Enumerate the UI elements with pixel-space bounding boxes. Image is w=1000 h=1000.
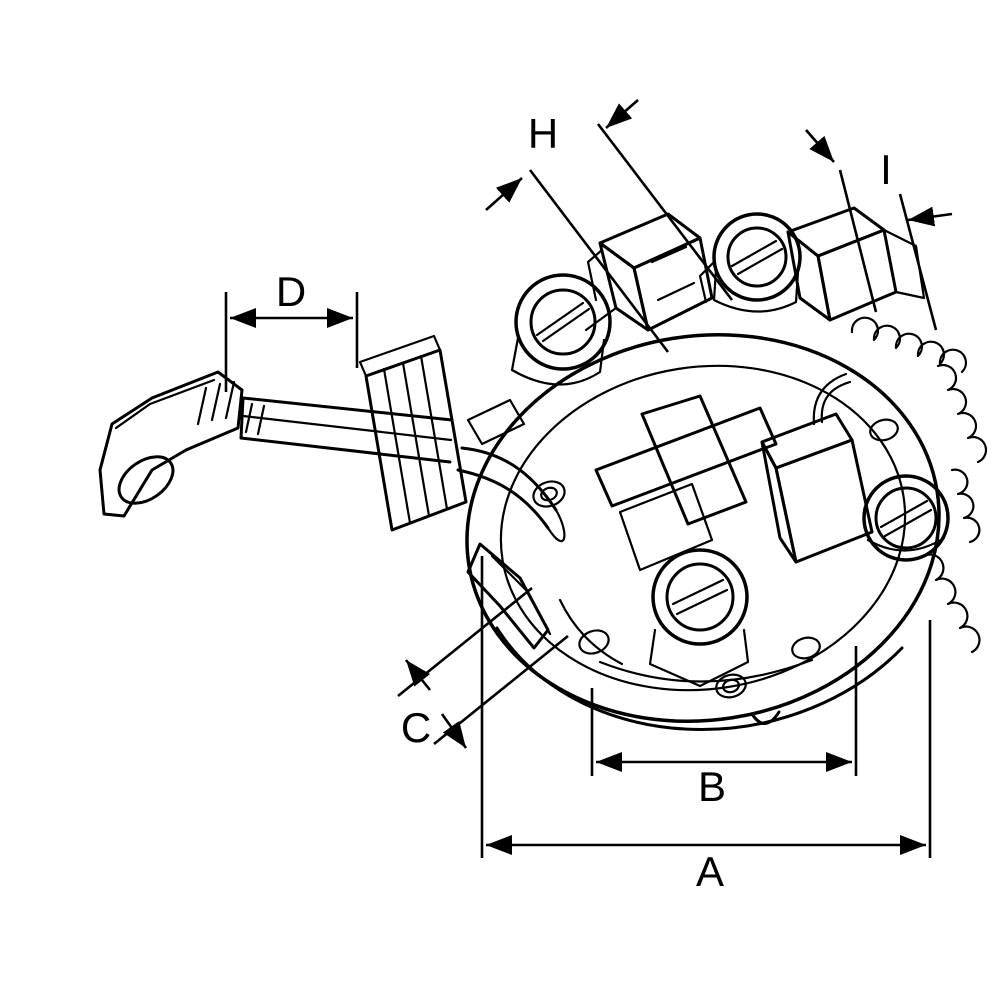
lever-hook-lower [456, 468, 550, 530]
terminal-bracket-outline [98, 370, 244, 518]
dim-i-label: I [880, 146, 892, 193]
screw-slot [671, 578, 729, 616]
dim-b-label: B [698, 763, 726, 810]
plate-outer-rim [465, 333, 941, 723]
plate-hole [578, 629, 610, 655]
dim-c-arrow-1 [404, 659, 432, 691]
lever-block-top [358, 334, 442, 378]
carrier-arm-vertical [640, 394, 748, 526]
lever-ear-upper [466, 398, 526, 446]
screw-inner [874, 486, 938, 550]
dim-a-label: A [696, 848, 724, 895]
carrier-arm-horizontal [594, 406, 778, 508]
screw-inner [665, 562, 735, 632]
screw-head-upper-left [510, 273, 612, 386]
dim-i-arrow-1 [805, 129, 835, 163]
spring-coil-right-lower [922, 553, 981, 654]
lever-hook-end [546, 508, 566, 543]
brush-box-front-face [816, 228, 898, 322]
screw-boss [648, 628, 750, 688]
brush-box-foot [584, 306, 618, 332]
dimension-i: I [805, 129, 953, 331]
screw-boss [866, 536, 946, 552]
dim-i-extension-2 [898, 193, 938, 331]
dimension-a: A [480, 556, 932, 895]
brush-box-center-right [760, 372, 874, 564]
carrier-lower-boss [618, 482, 714, 572]
plate-hole-inner [722, 678, 740, 694]
center-brush-carrier [594, 394, 778, 572]
dim-h-extension-2 [596, 123, 734, 301]
screw-slot [535, 301, 591, 343]
lower-bracket [466, 542, 550, 650]
brush-box-end-cap [882, 228, 926, 300]
brush-box-bracket [698, 260, 716, 304]
dim-c-label: C [401, 704, 431, 751]
brush-box-front-face [774, 438, 874, 564]
dimension-c: C [397, 586, 569, 751]
plate-hole [869, 418, 899, 442]
terminal-bracket-inner-edge [114, 378, 216, 430]
terminal-bracket-hatch [196, 380, 236, 426]
spring-coil-right-middle [950, 468, 981, 544]
dim-h-arrow-1 [485, 177, 523, 211]
plate-bottom-thickness [495, 626, 904, 731]
plate-hole [715, 673, 747, 699]
terminal-bracket-hole [117, 455, 175, 505]
screw-outer [712, 212, 802, 302]
brush-box-side-face [760, 440, 798, 564]
brush-box-side-face [598, 241, 650, 332]
dim-d-label: D [276, 268, 306, 315]
dim-c-arrow-2 [440, 713, 468, 749]
dimension-b: B [590, 646, 858, 810]
screw-slot [879, 499, 933, 538]
dim-h-arrow-2 [605, 99, 639, 129]
screw-inner [726, 226, 788, 288]
screw-head-top-center [712, 212, 802, 313]
brush-box-top-right [698, 206, 926, 322]
screw-outer [514, 273, 612, 371]
lever-rod [239, 396, 454, 464]
screw-slot [730, 239, 784, 276]
dimension-h: H [485, 99, 734, 353]
screw-inner [529, 288, 597, 356]
coil-springs [850, 316, 988, 654]
spring-coil-top [850, 316, 967, 374]
screw-head-lower-center [648, 548, 750, 688]
spring-coil-right-upper [936, 363, 988, 464]
brush-lead-wire [812, 372, 848, 426]
plate-inner-rim [499, 364, 907, 692]
lower-bracket-edge [490, 554, 552, 636]
brush-lead-wire [820, 380, 852, 424]
dimension-d: D [224, 268, 359, 392]
lever-rod-highlight [241, 414, 453, 442]
lever-block-laminations [382, 354, 449, 525]
lever-hook-upper [460, 446, 558, 512]
lever-rod-hatch [244, 402, 266, 436]
plate-inner-ledge-2 [558, 598, 624, 666]
dim-i-arrow-2 [907, 206, 953, 227]
brush-inside-lines [650, 245, 696, 302]
lever-arm [239, 334, 566, 650]
plate-hole-inner [540, 486, 558, 502]
plate-hole [791, 636, 821, 660]
screw-outer [651, 548, 749, 646]
dim-h-extension-1 [528, 169, 670, 353]
plate-inner-ledge [598, 658, 814, 683]
dim-h-label: H [528, 110, 558, 157]
terminal-bracket [98, 370, 244, 518]
screw-outer [862, 474, 950, 562]
plate-bottom-notch [750, 710, 781, 725]
screw-head-right [862, 474, 950, 562]
brush-holder-plate [465, 333, 941, 731]
dim-i-extension-1 [838, 169, 878, 313]
brush-box-top-left [584, 212, 714, 332]
screw-boss [712, 268, 800, 313]
